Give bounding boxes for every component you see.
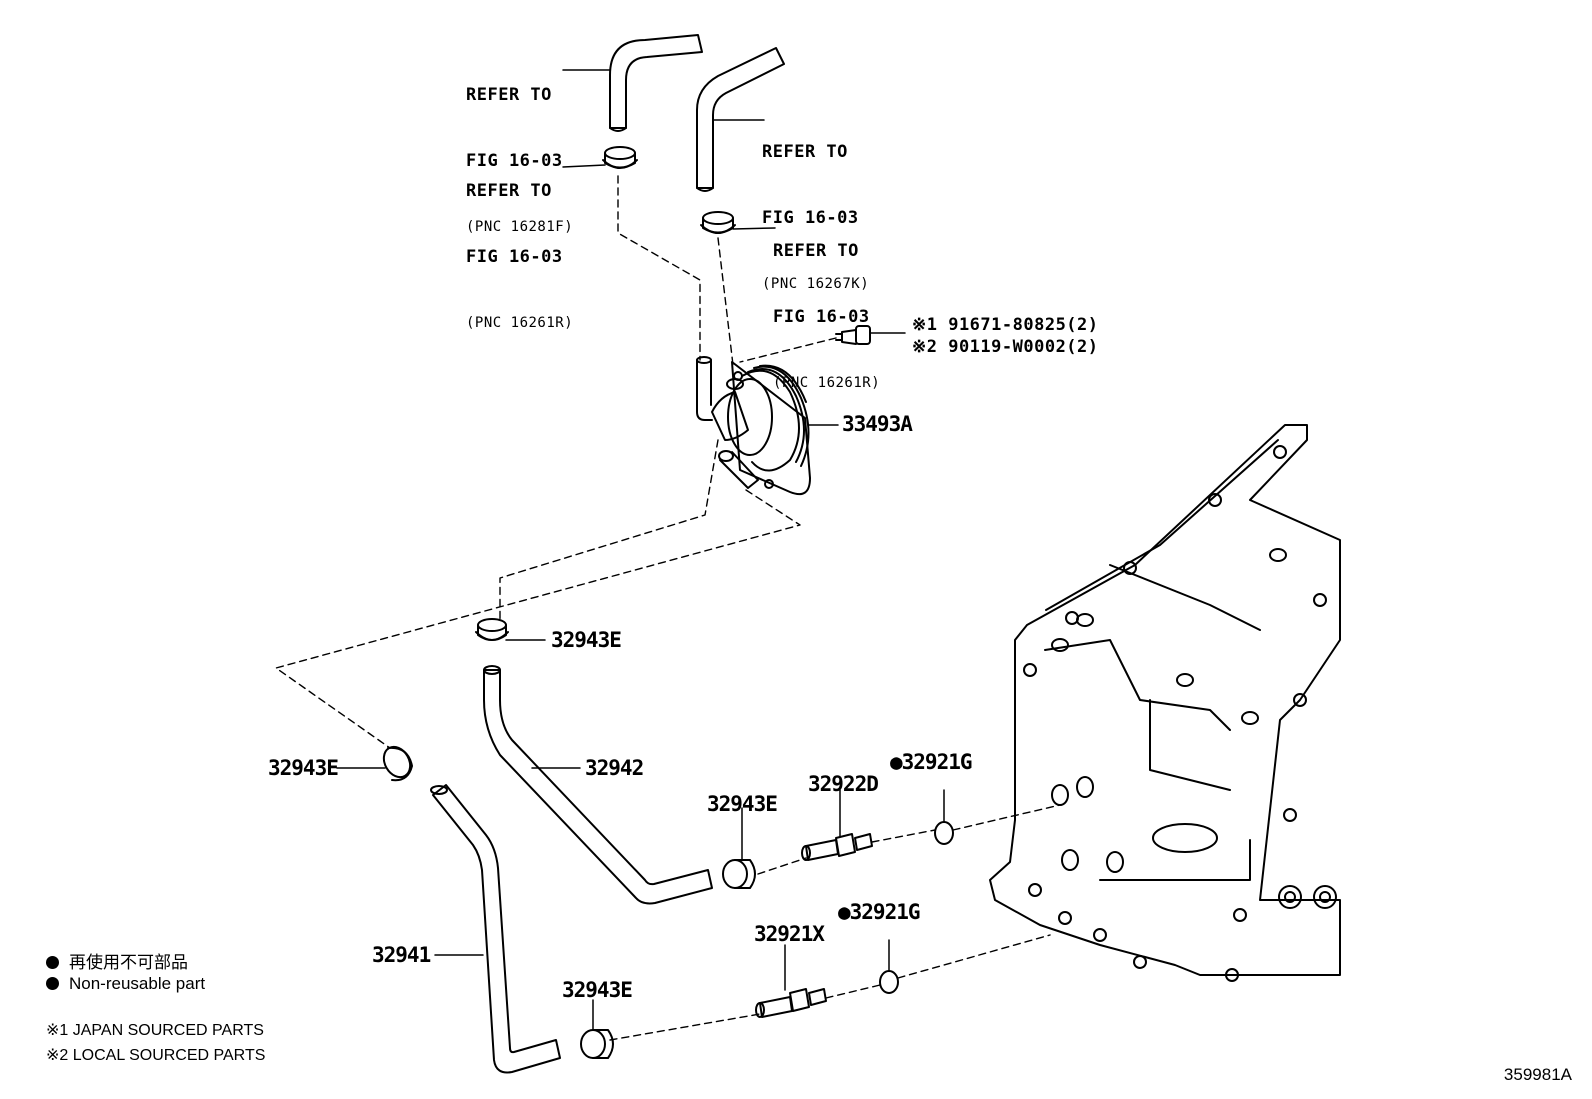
fig-text: FIG 16-03 <box>466 151 563 171</box>
legend-note-local: ※2 LOCAL SOURCED PARTS <box>46 1047 266 1064</box>
part-label-32943e-mid: 32943E <box>707 792 778 816</box>
pnc-text: (PNC 16261R) <box>466 315 574 331</box>
clamp-16261r-upper-left <box>602 146 638 169</box>
union-32921x <box>755 988 827 1018</box>
clamp-32943e-top <box>475 618 509 641</box>
clamp-16261r-upper-right <box>700 211 736 234</box>
hose-32942 <box>483 665 713 905</box>
refer-label-16261r-left: REFER TO FIG 16-03 (PNC 16261R) <box>466 136 573 356</box>
part-label-32921x: 32921X <box>754 922 825 946</box>
figure-number: 359981A <box>1503 1065 1572 1084</box>
oil-cooler <box>696 356 811 496</box>
part-label-32943e-left: 32943E <box>268 756 339 780</box>
part-label-32922d: 32922D <box>808 772 879 796</box>
refer-label-16267k: REFER TO FIG 16-03 (PNC 16267K) <box>762 97 869 317</box>
pnc-text: (PNC 16281F) <box>466 219 574 235</box>
bolt-part-number-1: ※1 91671-80825(2) <box>912 315 1099 335</box>
legend-jp-text: 再使用不可部品 <box>69 953 188 972</box>
pnc-text: (PNC 16267K) <box>762 276 870 292</box>
clamp-32943e-left <box>382 745 413 782</box>
hose-32941 <box>430 784 561 1074</box>
part-label-32943e-top: 32943E <box>551 628 622 652</box>
leader-lines <box>336 69 945 1031</box>
bullet-dot-icon <box>46 977 59 990</box>
fig-text: FIG 16-03 <box>762 208 859 228</box>
fig-text: FIG 16-03 <box>466 247 563 267</box>
hose-16281f <box>609 34 703 132</box>
part-label-32942: 32942 <box>585 756 644 780</box>
refer-text: REFER TO <box>773 241 859 261</box>
part-label-32943e-bottom: 32943E <box>562 978 633 1002</box>
clamp-32943e-mid <box>722 859 756 889</box>
hose-16267k <box>696 47 785 192</box>
legend-note-japan: ※1 JAPAN SOURCED PARTS <box>46 1022 264 1039</box>
part-label-32921g-top: ●32921G <box>890 750 973 774</box>
pnc-text: (PNC 16261R) <box>773 375 881 391</box>
legend-non-reusable-en: Non-reusable part <box>46 974 205 994</box>
gasket-32921g-bottom <box>879 970 899 994</box>
clamp-32943e-bottom <box>580 1029 614 1059</box>
gasket-32921g-top <box>934 821 954 845</box>
legend-en-text: Non-reusable part <box>69 974 206 993</box>
refer-text: REFER TO <box>466 85 552 105</box>
bullet-dot-icon <box>46 956 59 969</box>
union-32922d <box>801 833 873 861</box>
transmission-case <box>989 424 1341 982</box>
fig-text: FIG 16-03 <box>773 307 870 327</box>
refer-label-16261r-right: REFER TO FIG 16-03 (PNC 16261R) <box>773 196 880 416</box>
refer-text: REFER TO <box>466 181 552 201</box>
bolt <box>835 325 871 345</box>
part-label-32941: 32941 <box>372 943 431 967</box>
legend-non-reusable-jp: 再使用不可部品 <box>46 948 188 973</box>
dashed-lines <box>275 175 1061 1041</box>
refer-label-16281f: REFER TO FIG 16-03 (PNC 16281F) <box>466 40 573 260</box>
bolt-part-number-2: ※2 90119-W0002(2) <box>912 337 1099 357</box>
part-label-33493a: 33493A <box>842 412 913 436</box>
refer-text: REFER TO <box>762 142 848 162</box>
part-label-32921g-bottom: ●32921G <box>838 900 921 924</box>
